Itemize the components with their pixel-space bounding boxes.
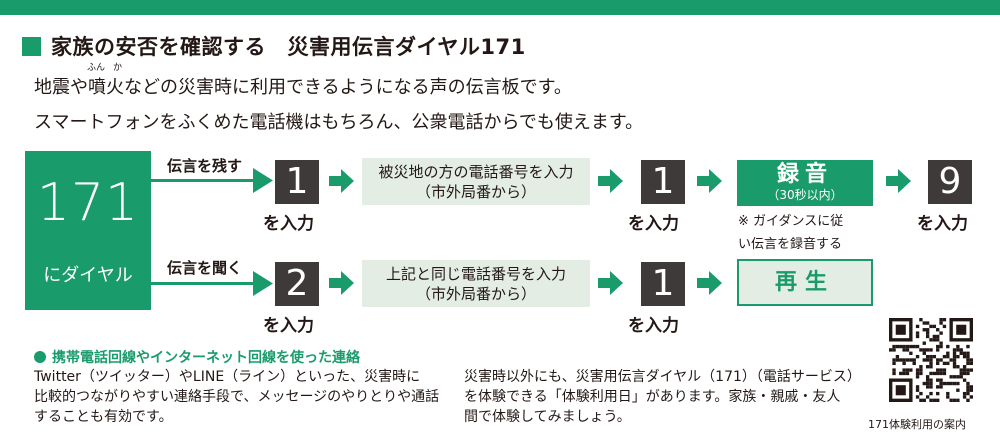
start-number: 171 xyxy=(36,173,140,233)
record-note-line2: い伝言を録音する xyxy=(738,237,843,252)
dial-171-box: 171 にダイヤル xyxy=(25,151,151,310)
record-action-sub: （30秒以内） xyxy=(767,188,843,202)
record-note-line1: ※ ガイダンスに従 xyxy=(738,214,844,229)
trial-note-line: 災害時以外にも、災害用伝言ダイヤル（171）（電話サービス） xyxy=(464,369,861,385)
record-action-title: 録音 xyxy=(776,162,833,187)
record-branch-label: 伝言を残す xyxy=(167,157,243,175)
play-first-key: 2 xyxy=(275,262,319,306)
trial-note-line: 間で体験してみましょう。 xyxy=(464,409,631,425)
record-phone-line2: （市外局番から） xyxy=(415,183,536,201)
heading-square-icon xyxy=(22,36,41,56)
record-final-key: 9 xyxy=(928,160,972,204)
intro-line-2: スマートフォンをふくめた電話機はもちろん、公衆電話からでも使えます。 xyxy=(34,112,644,133)
record-first-key: 1 xyxy=(275,160,319,204)
internet-note-line: Twitter（ツイッター）やLINE（ライン）といった、災害時に xyxy=(34,369,421,385)
arrow-right-icon xyxy=(598,169,623,193)
trial-note-line: を体験できる「体験利用日」があります。家族・親戚・友人 xyxy=(464,389,841,405)
play-second-enter: を入力 xyxy=(628,316,679,336)
arrow-right-icon xyxy=(886,169,911,193)
record-final-enter: を入力 xyxy=(917,214,968,234)
qr-code-icon[interactable] xyxy=(889,318,973,402)
record-first-enter: を入力 xyxy=(263,214,314,234)
internet-note-body: Twitter（ツイッター）やLINE（ライン）といった、災害時に 比較的つなが… xyxy=(34,367,439,427)
internet-note-heading: 携帯電話回線やインターネット回線を使った連絡 xyxy=(34,347,360,367)
start-label: にダイヤル xyxy=(43,265,133,286)
trial-note-body: 災害時以外にも、災害用伝言ダイヤル（171）（電話サービス） を体験できる「体験… xyxy=(464,367,861,427)
record-note: ※ ガイダンスに従 い伝言を録音する xyxy=(738,210,878,256)
ruby-ka: か xyxy=(113,63,123,73)
play-phone-line1: 上記と同じ電話番号を入力 xyxy=(385,265,566,283)
intro-line-1: 地震や噴火などの災害時に利用できるようになる声の伝言板です。 xyxy=(34,77,572,98)
section-heading: 家族の安否を確認する 災害用伝言ダイヤル171 xyxy=(22,33,526,59)
arrow-right-icon xyxy=(697,271,722,295)
play-phone-instruction: 上記と同じ電話番号を入力 （市外局番から） xyxy=(362,260,590,307)
qr-caption: 171体験利用の案内 xyxy=(868,418,966,431)
record-phone-line1: 被災地の方の電話番号を入力 xyxy=(378,163,574,181)
bullet-dot-icon xyxy=(34,351,46,363)
top-accent-bar xyxy=(0,0,1000,15)
record-action-box: 録音 （30秒以内） xyxy=(737,160,873,206)
arrow-right-icon xyxy=(329,271,354,295)
record-phone-instruction: 被災地の方の電話番号を入力 （市外局番から） xyxy=(362,158,590,205)
play-action-box: 再生 xyxy=(737,259,873,306)
arrow-right-icon xyxy=(329,169,354,193)
internet-note-title: 携帯電話回線やインターネット回線を使った連絡 xyxy=(52,350,360,366)
record-second-key: 1 xyxy=(641,160,685,204)
play-phone-line2: （市外局番から） xyxy=(415,285,536,303)
internet-note-line: 比較的つながりやすい連絡手段で、メッセージのやりとりや通話 xyxy=(34,389,440,405)
arrow-right-icon xyxy=(697,169,722,193)
play-branch-label: 伝言を聞く xyxy=(167,259,243,277)
internet-note-line: することも有効です。 xyxy=(34,409,173,425)
ruby-fun: ふん xyxy=(87,63,106,73)
play-first-enter: を入力 xyxy=(263,316,314,336)
play-second-key: 1 xyxy=(641,262,685,306)
record-second-enter: を入力 xyxy=(628,214,679,234)
page-title: 家族の安否を確認する 災害用伝言ダイヤル171 xyxy=(51,35,526,59)
arrow-right-icon xyxy=(598,271,623,295)
